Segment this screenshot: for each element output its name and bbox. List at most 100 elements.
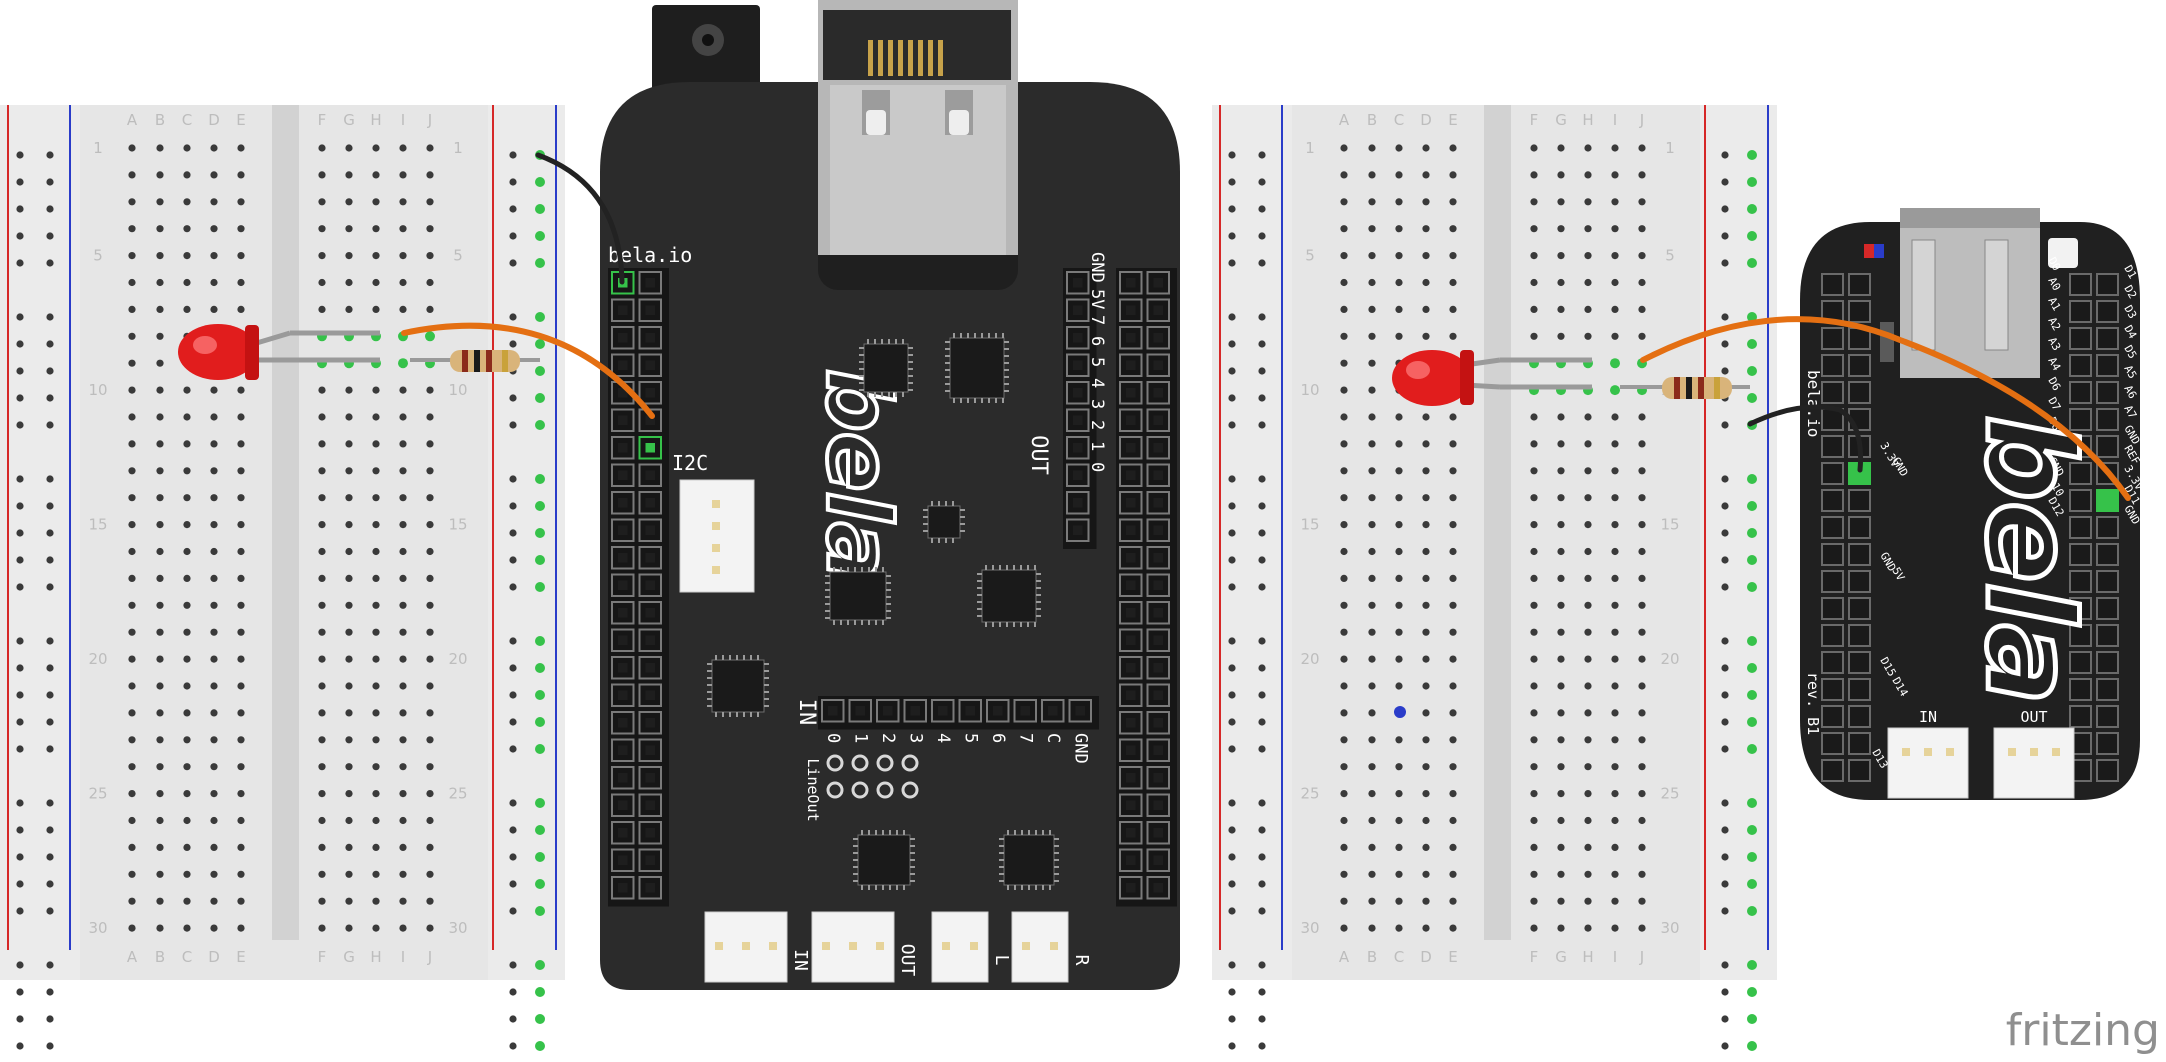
- header-pin: [1146, 683, 1170, 707]
- header-pin: [1119, 436, 1143, 460]
- breadboard-hole: [1611, 655, 1619, 663]
- breadboard-hole: [345, 816, 353, 825]
- breadboard-hole: [426, 870, 434, 878]
- ethernet-contact: [918, 40, 923, 76]
- breadboard-hole: [1449, 870, 1457, 878]
- breadboard-hole: [1611, 467, 1619, 475]
- column-label: D: [1420, 111, 1432, 129]
- header-pin-core: [618, 388, 628, 398]
- breadboard-hole: [210, 763, 218, 771]
- mini-header-pin: [1848, 570, 1871, 593]
- breadboard-hole: [128, 144, 136, 152]
- mini-header-pin: [2096, 597, 2119, 620]
- breadboard-hole: [372, 494, 380, 502]
- breadboard-hole: [156, 305, 164, 313]
- lineout-label: LineOut: [804, 758, 822, 821]
- header-pin: [1119, 793, 1143, 817]
- breadboard-hole: [318, 655, 326, 663]
- column-label: I: [401, 948, 405, 966]
- header-pin-core: [618, 883, 628, 893]
- breadboard-hole: [399, 440, 407, 448]
- rail-hole: [1258, 853, 1266, 861]
- breadboard-hole: [156, 736, 164, 744]
- rail-hole: [535, 987, 545, 997]
- breadboard-hole: [1638, 655, 1646, 663]
- header-pin: [638, 711, 662, 735]
- breadboard-hole: [1368, 682, 1376, 690]
- breadboard-hole: [1611, 521, 1619, 529]
- breadboard-hole: [1584, 655, 1592, 663]
- mini-header-pin: [2069, 651, 2092, 674]
- header-pin: [611, 546, 635, 570]
- breadboard-hole: [1368, 467, 1376, 475]
- rail-hole: [1747, 366, 1757, 376]
- breadboard-hole: [372, 171, 380, 179]
- breadboard-hole: [1530, 897, 1538, 905]
- breadboard-hole: [210, 144, 218, 152]
- breadboard-hole: [345, 521, 353, 529]
- breadboard-hole: [156, 682, 164, 690]
- row-number: 30: [88, 919, 107, 937]
- breadboard-hole: [1530, 171, 1538, 179]
- header-pin-core: [1126, 635, 1136, 645]
- header-pin-core: [1153, 580, 1163, 590]
- breadboard-hole: [372, 816, 380, 825]
- breadboard-hole: [1557, 870, 1565, 878]
- rail-hole: [16, 691, 24, 699]
- header-pin: [638, 766, 662, 790]
- breadboard-hole: [128, 763, 136, 771]
- breadboard-hole: [1638, 897, 1646, 905]
- row-number: 30: [1660, 919, 1679, 937]
- breadboard-hole: [183, 870, 191, 878]
- breadboard-hole: [372, 467, 380, 475]
- digital-pin-label: 5V: [1087, 289, 1107, 309]
- header-pin-core: [1126, 883, 1136, 893]
- connector-pin: [1022, 942, 1030, 950]
- breadboard-hole: [1368, 198, 1376, 206]
- breadboard-hole: [1395, 467, 1403, 475]
- breadboard-hole: [1449, 278, 1457, 287]
- rail-hole: [46, 556, 54, 564]
- breadboard-hole: [426, 897, 434, 905]
- breadboard-hole: [128, 709, 136, 717]
- rail-hole: [1747, 663, 1757, 673]
- breadboard-hole: [318, 763, 326, 771]
- breadboard-hole: [1530, 225, 1538, 233]
- rail-hole: [1258, 826, 1266, 834]
- row-number: 10: [88, 381, 107, 399]
- breadboard-hole: [345, 924, 353, 932]
- breadboard-hole: [1368, 547, 1376, 556]
- ethernet-contact: [928, 40, 933, 76]
- breadboard-hole: [156, 144, 164, 152]
- connector-pin: [1050, 942, 1058, 950]
- row-number: 5: [93, 247, 103, 265]
- rail-hole: [509, 340, 517, 348]
- breadboard-hole: [1340, 171, 1348, 179]
- header-pin: [1066, 518, 1090, 542]
- breadboard-hole: [1584, 198, 1592, 206]
- header-pin: [1146, 408, 1170, 432]
- breadboard-hole: [1395, 278, 1403, 287]
- breadboard-hole: [399, 682, 407, 690]
- rail-hole: [509, 988, 517, 996]
- breadboard-hole: [372, 897, 380, 905]
- breadboard-hole: [1557, 494, 1565, 502]
- breadboard-hole: [372, 736, 380, 744]
- breadboard-hole: [318, 521, 326, 529]
- header-pin-core: [1126, 718, 1136, 728]
- rail-hole: [1747, 231, 1757, 241]
- breadboard-hole: [1530, 843, 1538, 852]
- column-label: G: [1555, 111, 1567, 129]
- breadboard-hole: [210, 924, 218, 932]
- breadboard-hole: [1638, 305, 1646, 313]
- mini-connector-label: OUT: [2020, 708, 2047, 726]
- header-pin-core: [1153, 663, 1163, 673]
- header-pin-core: [618, 525, 628, 535]
- rail-hole: [46, 205, 54, 213]
- ic-chip: [829, 571, 887, 621]
- header-pin-core: [1126, 360, 1136, 370]
- mini-header-pin: [1848, 489, 1871, 512]
- rail-hole: [1747, 690, 1757, 700]
- breadboard-hole: [1557, 601, 1565, 609]
- rail-hole: [1258, 556, 1266, 564]
